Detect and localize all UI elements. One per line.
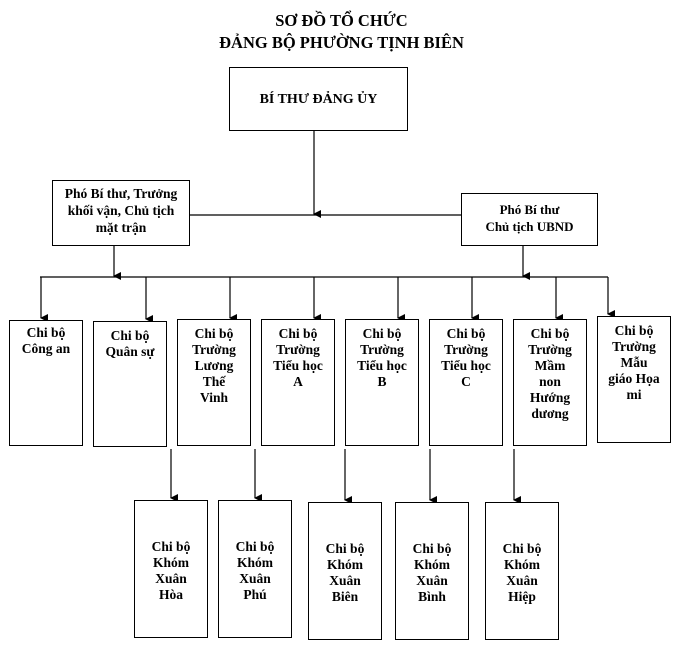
node-deputy-right: Phó Bí thư Chủ tịch UBND	[461, 193, 598, 246]
node-branch-label: Chi bộ Trường Tiểu học C	[441, 326, 491, 389]
node-deputy-left-label: Phó Bí thư, Trưởng khối vận, Chủ tịch mặ…	[64, 186, 178, 235]
node-secretary-label: BÍ THƯ ĐẢNG ỦY	[259, 92, 378, 107]
node-branch-label: Chi bộ Công an	[21, 325, 71, 356]
node-branch-label: Chi bộ Trường Tiểu học A	[273, 326, 323, 389]
node-hamlet-xuan-hiep: Chi bộ Khóm Xuân Hiệp	[485, 502, 559, 640]
node-hamlet-xuan-bien: Chi bộ Khóm Xuân Biên	[308, 502, 382, 640]
node-branch-label: Chi bộ Trường Mẫu giáo Họa mi	[608, 323, 660, 402]
node-hamlet-xuan-phu: Chi bộ Khóm Xuân Phú	[218, 500, 292, 638]
node-branch-quan-su: Chi bộ Quân sự	[93, 321, 167, 447]
diagram-title-line1: SƠ ĐỒ TỔ CHỨC	[275, 11, 408, 30]
node-hamlet-xuan-binh: Chi bộ Khóm Xuân Bình	[395, 502, 469, 640]
node-branch-label: Chi bộ Trường Tiểu học B	[357, 326, 407, 389]
node-branch-tieu-hoc-a: Chi bộ Trường Tiểu học A	[261, 319, 335, 446]
node-hamlet-label: Chi bộ Khóm Xuân Bình	[412, 541, 452, 604]
diagram-title-line2: ĐẢNG BỘ PHƯỜNG TỊNH BIÊN	[219, 33, 464, 52]
node-branch-label: Chi bộ Trường Lương Thế Vinh	[192, 326, 236, 405]
node-deputy-right-label: Phó Bí thư Chủ tịch UBND	[485, 202, 574, 234]
node-branch-mam-non-huong-duong: Chi bộ Trường Mầm non Hướng dương	[513, 319, 587, 446]
node-hamlet-label: Chi bộ Khóm Xuân Biên	[325, 541, 365, 604]
node-secretary: BÍ THƯ ĐẢNG ỦY	[229, 67, 408, 131]
node-hamlet-label: Chi bộ Khóm Xuân Hòa	[151, 539, 191, 602]
node-hamlet-label: Chi bộ Khóm Xuân Phú	[235, 539, 275, 602]
node-branch-cong-an: Chi bộ Công an	[9, 320, 83, 446]
node-branch-label: Chi bộ Trường Mầm non Hướng dương	[528, 326, 572, 421]
node-branch-luong-the-vinh: Chi bộ Trường Lương Thế Vinh	[177, 319, 251, 446]
node-deputy-left: Phó Bí thư, Trưởng khối vận, Chủ tịch mặ…	[52, 180, 190, 246]
node-hamlet-xuan-hoa: Chi bộ Khóm Xuân Hòa	[134, 500, 208, 638]
node-branch-tieu-hoc-c: Chi bộ Trường Tiểu học C	[429, 319, 503, 446]
node-branch-mau-giao-hoa-mi: Chi bộ Trường Mẫu giáo Họa mi	[597, 316, 671, 443]
node-branch-label: Chi bộ Quân sự	[105, 328, 155, 359]
node-branch-tieu-hoc-b: Chi bộ Trường Tiểu học B	[345, 319, 419, 446]
node-hamlet-label: Chi bộ Khóm Xuân Hiệp	[502, 541, 542, 604]
